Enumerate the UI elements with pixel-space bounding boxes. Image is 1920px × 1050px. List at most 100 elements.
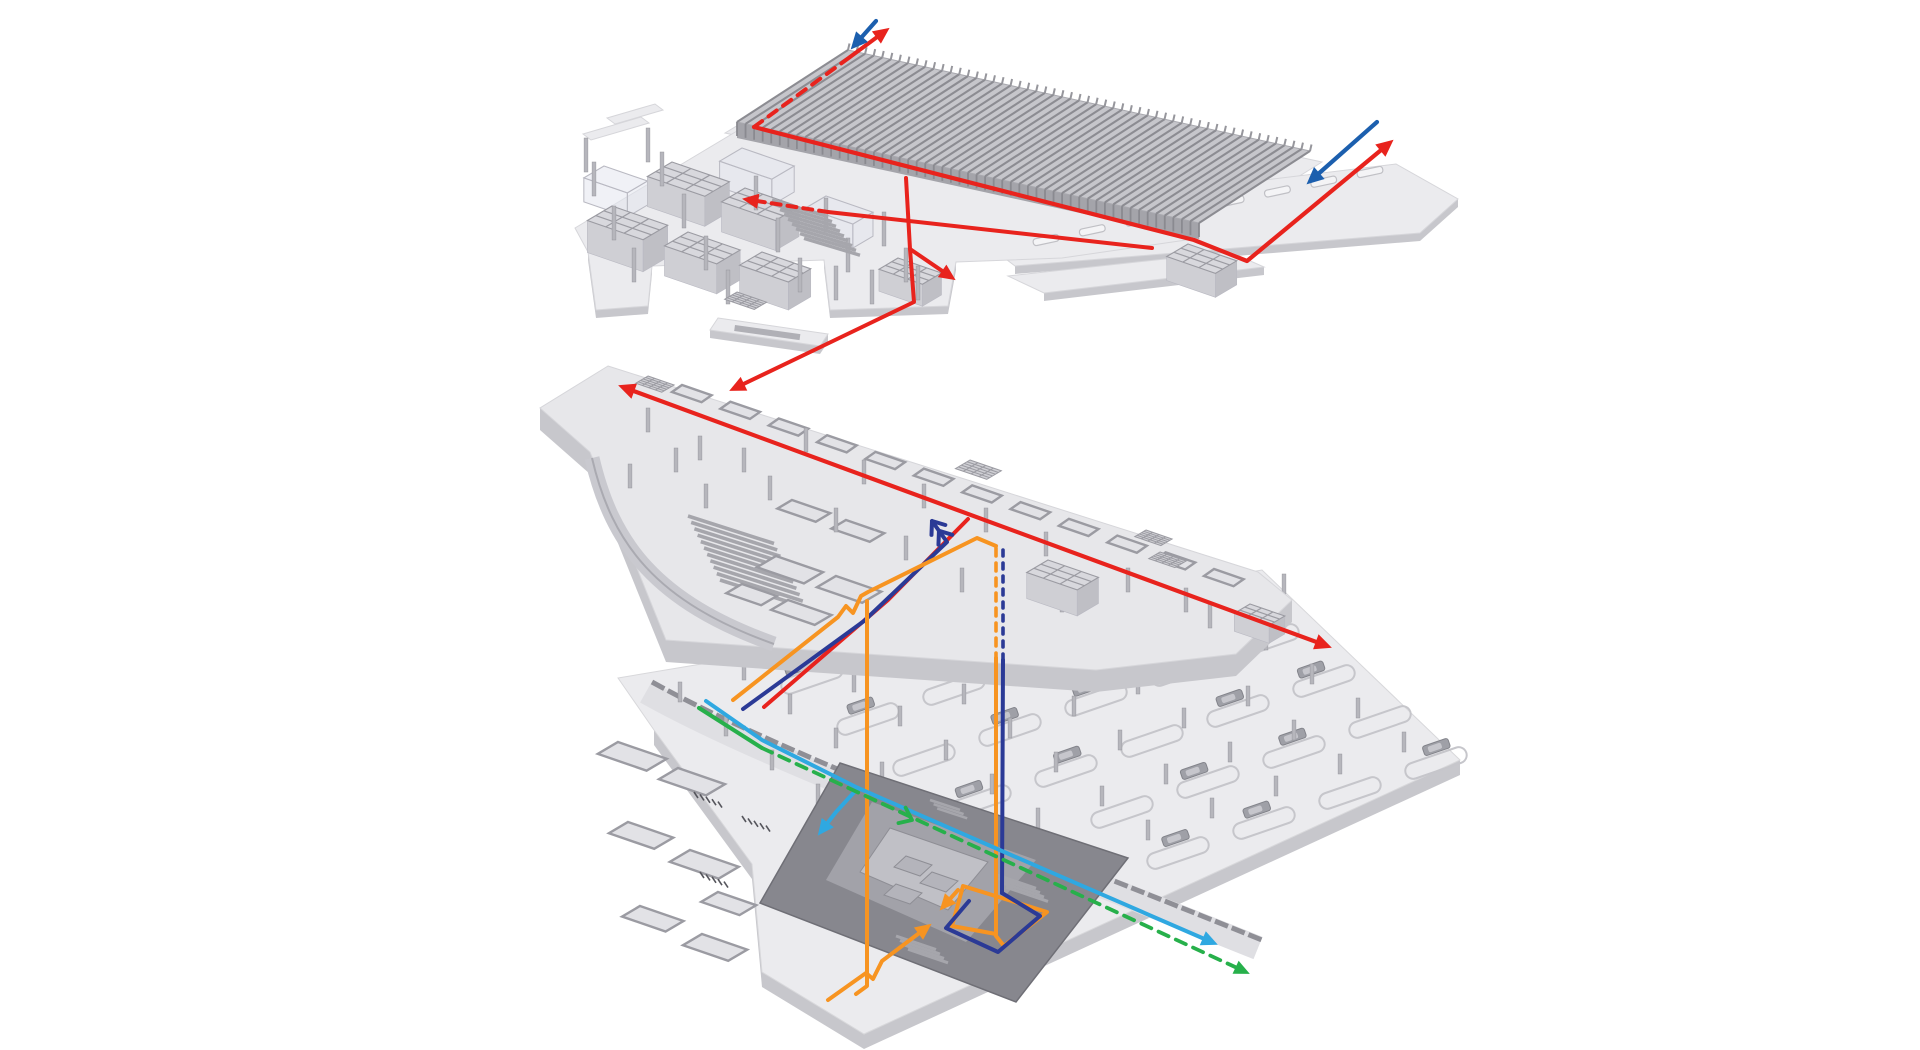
parking-stall [1318,776,1382,810]
kiss-ride-branch-line [822,786,860,830]
arrival-flow-east-line [1312,119,1380,179]
line [1146,108,1150,116]
line [916,88,1029,163]
line [1147,138,1260,213]
line [1173,251,1223,270]
slab-side [762,972,864,1049]
flow-concourse-cross-flow [826,210,1154,250]
column [803,427,809,453]
line [949,65,954,73]
line [958,97,1072,172]
platform-loop-navy-line [944,891,1042,954]
line [1078,93,1082,101]
concourse-edge-rooms [669,383,1247,588]
line [746,299,760,308]
line [1112,101,1116,109]
column [833,727,839,749]
room [1056,517,1102,538]
flow-rail-flow-exit-north [848,27,890,59]
slab-side [666,640,1096,692]
line [929,798,961,812]
column [591,161,597,197]
service-flow-entry-line [697,706,764,750]
line [648,380,662,389]
column [659,151,665,187]
arrowhead [1232,960,1250,974]
line [975,71,979,79]
line [1180,247,1230,266]
room [911,467,957,488]
line [1206,121,1210,129]
line [753,820,759,828]
column [1035,807,1041,829]
hatch-ramp [954,459,1003,480]
hatch-ramp [1147,551,1188,569]
line [1198,254,1221,269]
line [941,63,945,71]
line [1168,558,1180,566]
column [833,265,839,301]
line [983,73,988,81]
arrowhead [1375,139,1394,157]
line [915,58,919,66]
parking-stall [892,743,956,777]
line [839,71,952,146]
column [861,459,867,485]
line [605,211,631,228]
line [697,533,785,565]
column [881,211,887,247]
line [1035,84,1039,92]
line [1001,881,1045,899]
line [1239,609,1275,623]
line [1189,148,1303,223]
line [847,43,851,51]
slab-side [1420,199,1458,241]
parking-stall [1120,724,1184,758]
column [611,205,617,241]
slot [1356,165,1384,179]
shape [718,147,796,180]
line [1249,131,1253,139]
line [1129,135,1243,209]
stair-slats [929,798,968,820]
line [595,215,652,236]
line [796,62,909,136]
line [731,294,745,303]
line [711,876,717,884]
line [1300,142,1304,150]
room [814,433,860,454]
line [741,815,747,823]
column [631,247,637,283]
line [709,559,797,591]
line [765,825,771,833]
column [1309,663,1315,685]
line [893,262,913,275]
room [594,740,670,772]
service-flow-line [760,746,1243,972]
platform-structure [919,871,959,893]
column [697,435,703,461]
line [906,56,911,64]
chevron-arrow [896,805,914,825]
line [739,296,753,305]
column [1181,707,1187,729]
arrowhead [871,27,890,44]
line [933,92,1046,166]
concourse-cross-flow-line [826,210,1154,250]
parking-stall [1090,795,1154,829]
core-box [586,205,669,273]
column [1227,741,1233,763]
room [698,890,760,917]
column [769,749,775,771]
flow-kiss-ride-branch [817,786,860,836]
line [762,54,875,129]
room [768,598,835,627]
core-box [1165,243,1239,298]
flow-concourse-cross-flow-exit [742,193,830,214]
core-box [1025,559,1100,617]
line [787,217,845,238]
flow-platform-egress-arrow [826,923,932,1002]
line [932,61,937,69]
flow-escalator-flow-upper [731,536,998,702]
